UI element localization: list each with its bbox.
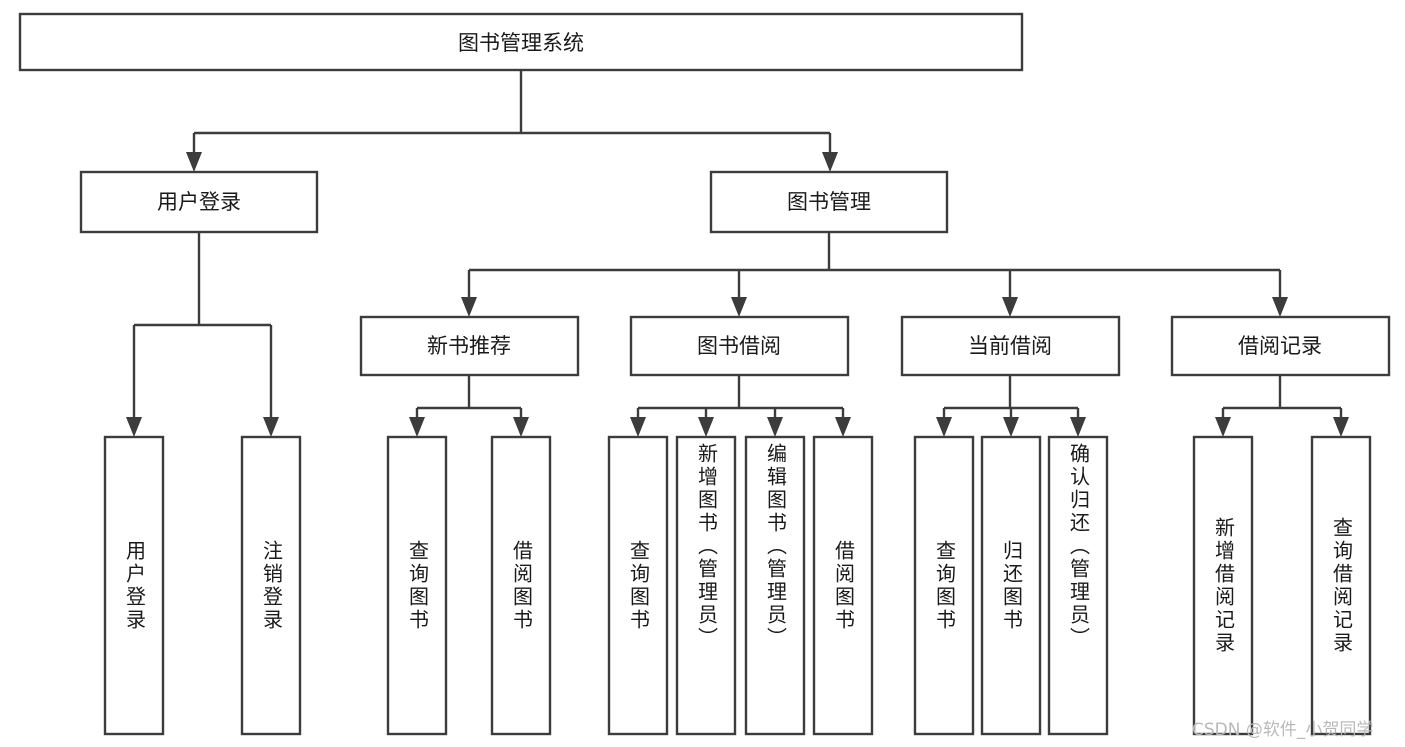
leaf-box[interactable] (490, 435, 552, 736)
node-root-label: 图书管理系统 (458, 31, 584, 55)
leaf-boxes-new-book-recommend (386, 435, 552, 736)
node-current-borrow[interactable]: 当前借阅 (900, 315, 1121, 377)
connector-root-to-level2 (186, 70, 838, 172)
connector-bookborrow-to-leaves (630, 375, 851, 437)
leaf-box[interactable] (1310, 435, 1372, 736)
leaf-box[interactable] (675, 435, 737, 736)
node-new-book-recommend-label: 新书推荐 (427, 334, 511, 358)
leaf-box[interactable] (980, 435, 1042, 736)
connector-bookmgmt-to-level3 (461, 232, 1288, 317)
connector-borrowrecord-to-leaves (1215, 375, 1349, 437)
node-user-login-label: 用户登录 (157, 190, 241, 214)
leaf-boxes-borrow-records (1192, 435, 1372, 736)
node-book-borrow-label: 图书借阅 (697, 334, 781, 358)
node-new-book-recommend[interactable]: 新书推荐 (359, 315, 580, 377)
node-user-login[interactable]: 用户登录 (79, 170, 319, 234)
leaf-box[interactable] (913, 435, 975, 736)
node-book-management[interactable]: 图书管理 (709, 170, 949, 234)
leaf-box[interactable] (240, 435, 302, 736)
node-root[interactable]: 图书管理系统 (18, 12, 1024, 72)
leaf-boxes-user-login (103, 435, 302, 736)
node-current-borrow-label: 当前借阅 (968, 334, 1052, 358)
leaf-boxes-current-borrow (913, 435, 1109, 736)
connector-userlogin-to-leaves (126, 232, 279, 437)
connector-newbook-to-leaves (409, 375, 529, 437)
leaf-box[interactable] (386, 435, 448, 736)
node-book-borrow[interactable]: 图书借阅 (629, 315, 850, 377)
csdn-watermark: CSDN @软件_小贺同学 (1192, 720, 1374, 740)
leaf-box[interactable] (812, 435, 874, 736)
leaf-box[interactable] (744, 435, 806, 736)
connector-currentborrow-to-leaves (936, 375, 1086, 437)
leaf-box[interactable] (1192, 435, 1254, 736)
leaf-boxes-book-borrow (607, 435, 874, 736)
node-book-management-label: 图书管理 (787, 190, 871, 214)
leaf-box[interactable] (103, 435, 165, 736)
node-borrow-records-label: 借阅记录 (1238, 334, 1322, 358)
leaf-box[interactable] (1047, 435, 1109, 736)
node-borrow-records[interactable]: 借阅记录 (1170, 315, 1391, 377)
leaf-box[interactable] (607, 435, 669, 736)
